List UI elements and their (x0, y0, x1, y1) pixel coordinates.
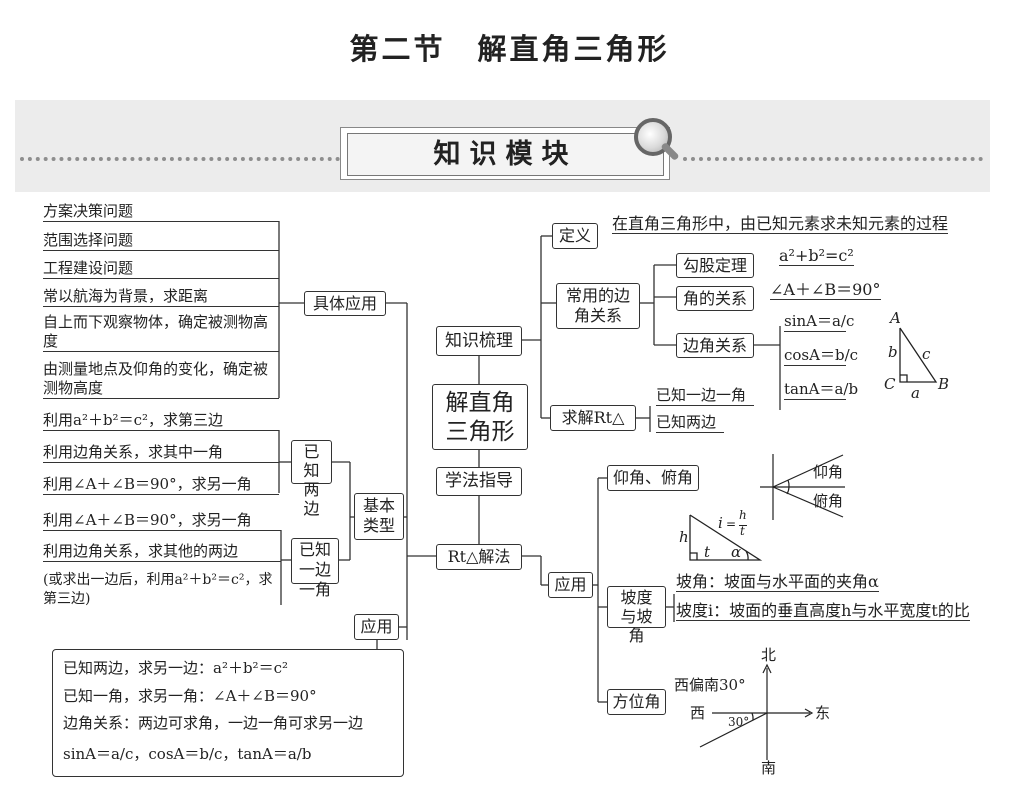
slope-equals: = (726, 517, 737, 531)
formula-box (52, 649, 404, 777)
side-b-label: b (888, 343, 898, 361)
vertex-c-label: C (884, 375, 896, 393)
angles-label: 角的关系 (682, 289, 747, 308)
angles-formula: ∠A＋∠B＝90° (770, 280, 881, 300)
concrete-item-2: 范围选择问题 (43, 231, 279, 251)
compass-figure (699, 663, 814, 760)
basic-node: 基本类型 (354, 493, 404, 540)
slope-label: 坡度与坡角 (620, 588, 653, 645)
pythagoras-formula: a²+b²=c² (779, 246, 854, 266)
slope-ratio-def: 坡度i：坡面的垂直高度h与水平宽度t的比 (676, 601, 970, 621)
left-application-node: 应用 (354, 614, 399, 640)
slope-h-label: h (679, 528, 689, 546)
bearing-angle-label: 30° (728, 715, 750, 729)
vertex-a-label: A (890, 309, 901, 327)
solve-node: 求解Rt△ (550, 405, 636, 431)
slope-denominator: t (740, 524, 745, 538)
rt-method-node: Rt△解法 (436, 544, 522, 570)
slope-node: 坡度与坡角 (607, 586, 666, 645)
definition-node: 定义 (552, 223, 598, 249)
slope-figure (689, 514, 763, 561)
pythagoras-label: 勾股定理 (682, 256, 747, 275)
elevation-up-label: 仰角 (813, 463, 844, 481)
concrete-item-6: 由测量地点及仰角的变化，确定被测物高度 (43, 360, 279, 399)
page-title: 第二节 解直角三角形 (349, 32, 670, 66)
knowledge-node: 知识梳理 (436, 326, 522, 356)
definition-text: 在直角三角形中，由已知元素求未知元素的过程 (612, 214, 949, 234)
vertex-b-label: B (938, 375, 950, 393)
solve-label: 求解Rt△ (561, 408, 625, 427)
angles-node: 角的关系 (676, 286, 754, 311)
dotted-rule-right (683, 157, 983, 161)
method-node: 学法指导 (436, 467, 522, 496)
pythagoras-node: 勾股定理 (676, 253, 754, 278)
concrete-node: 具体应用 (304, 291, 386, 316)
side-c-label: c (922, 345, 931, 363)
rt-method-label: Rt△解法 (447, 547, 511, 566)
cos-formula: cosA＝b/c (784, 346, 859, 366)
two-sides-label: 已知两边 (303, 442, 320, 518)
sides-node: 边角关系 (676, 333, 754, 358)
side-angle-item-1: 利用∠A＋∠B＝90°，求另一角 (43, 511, 281, 531)
method-label: 学法指导 (445, 471, 513, 491)
east-label: 东 (815, 704, 831, 722)
tan-formula: tanA＝a/b (784, 380, 859, 400)
solve-case-2: 已知两边 (656, 413, 724, 433)
side-angle-label: 已知一边一角 (298, 540, 331, 599)
side-angle-item-3: (或求出一边后，利用a²＋b²＝c²，求第三边) (43, 572, 273, 607)
formula-line-2: 已知一角，求另一角：∠A＋∠B＝90° (63, 687, 317, 705)
slope-alpha-label: α (731, 543, 742, 561)
slope-i-label: i (718, 514, 723, 532)
sin-formula: sinA＝a/c (784, 312, 855, 332)
elevation-label: 仰角、俯角 (612, 468, 693, 487)
concrete-item-4: 常以航海为背景，求距离 (43, 287, 279, 307)
application-label: 应用 (554, 575, 587, 594)
two-sides-item-1: 利用a²＋b²＝c²，求第三边 (43, 411, 279, 431)
south-label: 南 (761, 759, 777, 777)
concrete-label: 具体应用 (312, 294, 377, 313)
module-label: 知识模块 (347, 133, 664, 176)
side-angle-node: 已知一边一角 (291, 538, 339, 599)
two-sides-item-2: 利用边角关系，求其中一角 (43, 443, 279, 463)
west-label: 西 (690, 704, 706, 722)
side-angle-item-2: 利用边角关系，求其他的两边 (43, 542, 281, 562)
side-a-label: a (911, 384, 920, 402)
direction-label: 方位角 (612, 692, 661, 711)
formula-line-1: 已知两边，求另一边：a²＋b²＝c² (63, 659, 288, 677)
relations-label: 常用的边角关系 (565, 286, 630, 325)
triangle-figure (899, 327, 938, 383)
center-node: 解直角三角形 (432, 384, 528, 450)
concrete-item-5: 自上而下观察物体，确定被测物高度 (43, 313, 279, 352)
direction-node: 方位角 (607, 689, 666, 715)
definition-label: 定义 (558, 226, 591, 245)
slope-numerator: h (739, 506, 747, 526)
two-sides-node: 已知两边 (291, 440, 332, 518)
two-sides-item-3: 利用∠A＋∠B＝90°，求另一角 (43, 475, 279, 495)
slope-angle-def: 坡角：坡面与水平面的夹角α (676, 572, 879, 592)
solve-case-1: 已知一边一角 (656, 386, 754, 406)
basic-label: 基本类型 (362, 496, 395, 535)
bearing-label: 西偏南30° (674, 676, 746, 694)
formula-line-3: 边角关系：两边可求角，一边一角可求另一边 (63, 714, 364, 732)
concrete-item-3: 工程建设问题 (43, 259, 279, 279)
left-application-label: 应用 (360, 617, 393, 636)
knowledge-label: 知识梳理 (445, 331, 513, 351)
dotted-rule-left (20, 157, 340, 161)
slope-t-label: t (704, 543, 711, 561)
formula-line-4: sinA＝a/c，cosA＝b/c，tanA＝a/b (63, 745, 312, 763)
sides-label: 边角关系 (682, 336, 747, 355)
north-label: 北 (761, 646, 777, 664)
elevation-node: 仰角、俯角 (607, 465, 699, 491)
concrete-item-1: 方案决策问题 (43, 202, 279, 222)
center-label: 解直角三角形 (445, 390, 515, 445)
elevation-down-label: 俯角 (813, 492, 844, 510)
application-node: 应用 (548, 572, 593, 598)
elevation-figure (760, 454, 845, 520)
relations-node: 常用的边角关系 (556, 283, 640, 329)
